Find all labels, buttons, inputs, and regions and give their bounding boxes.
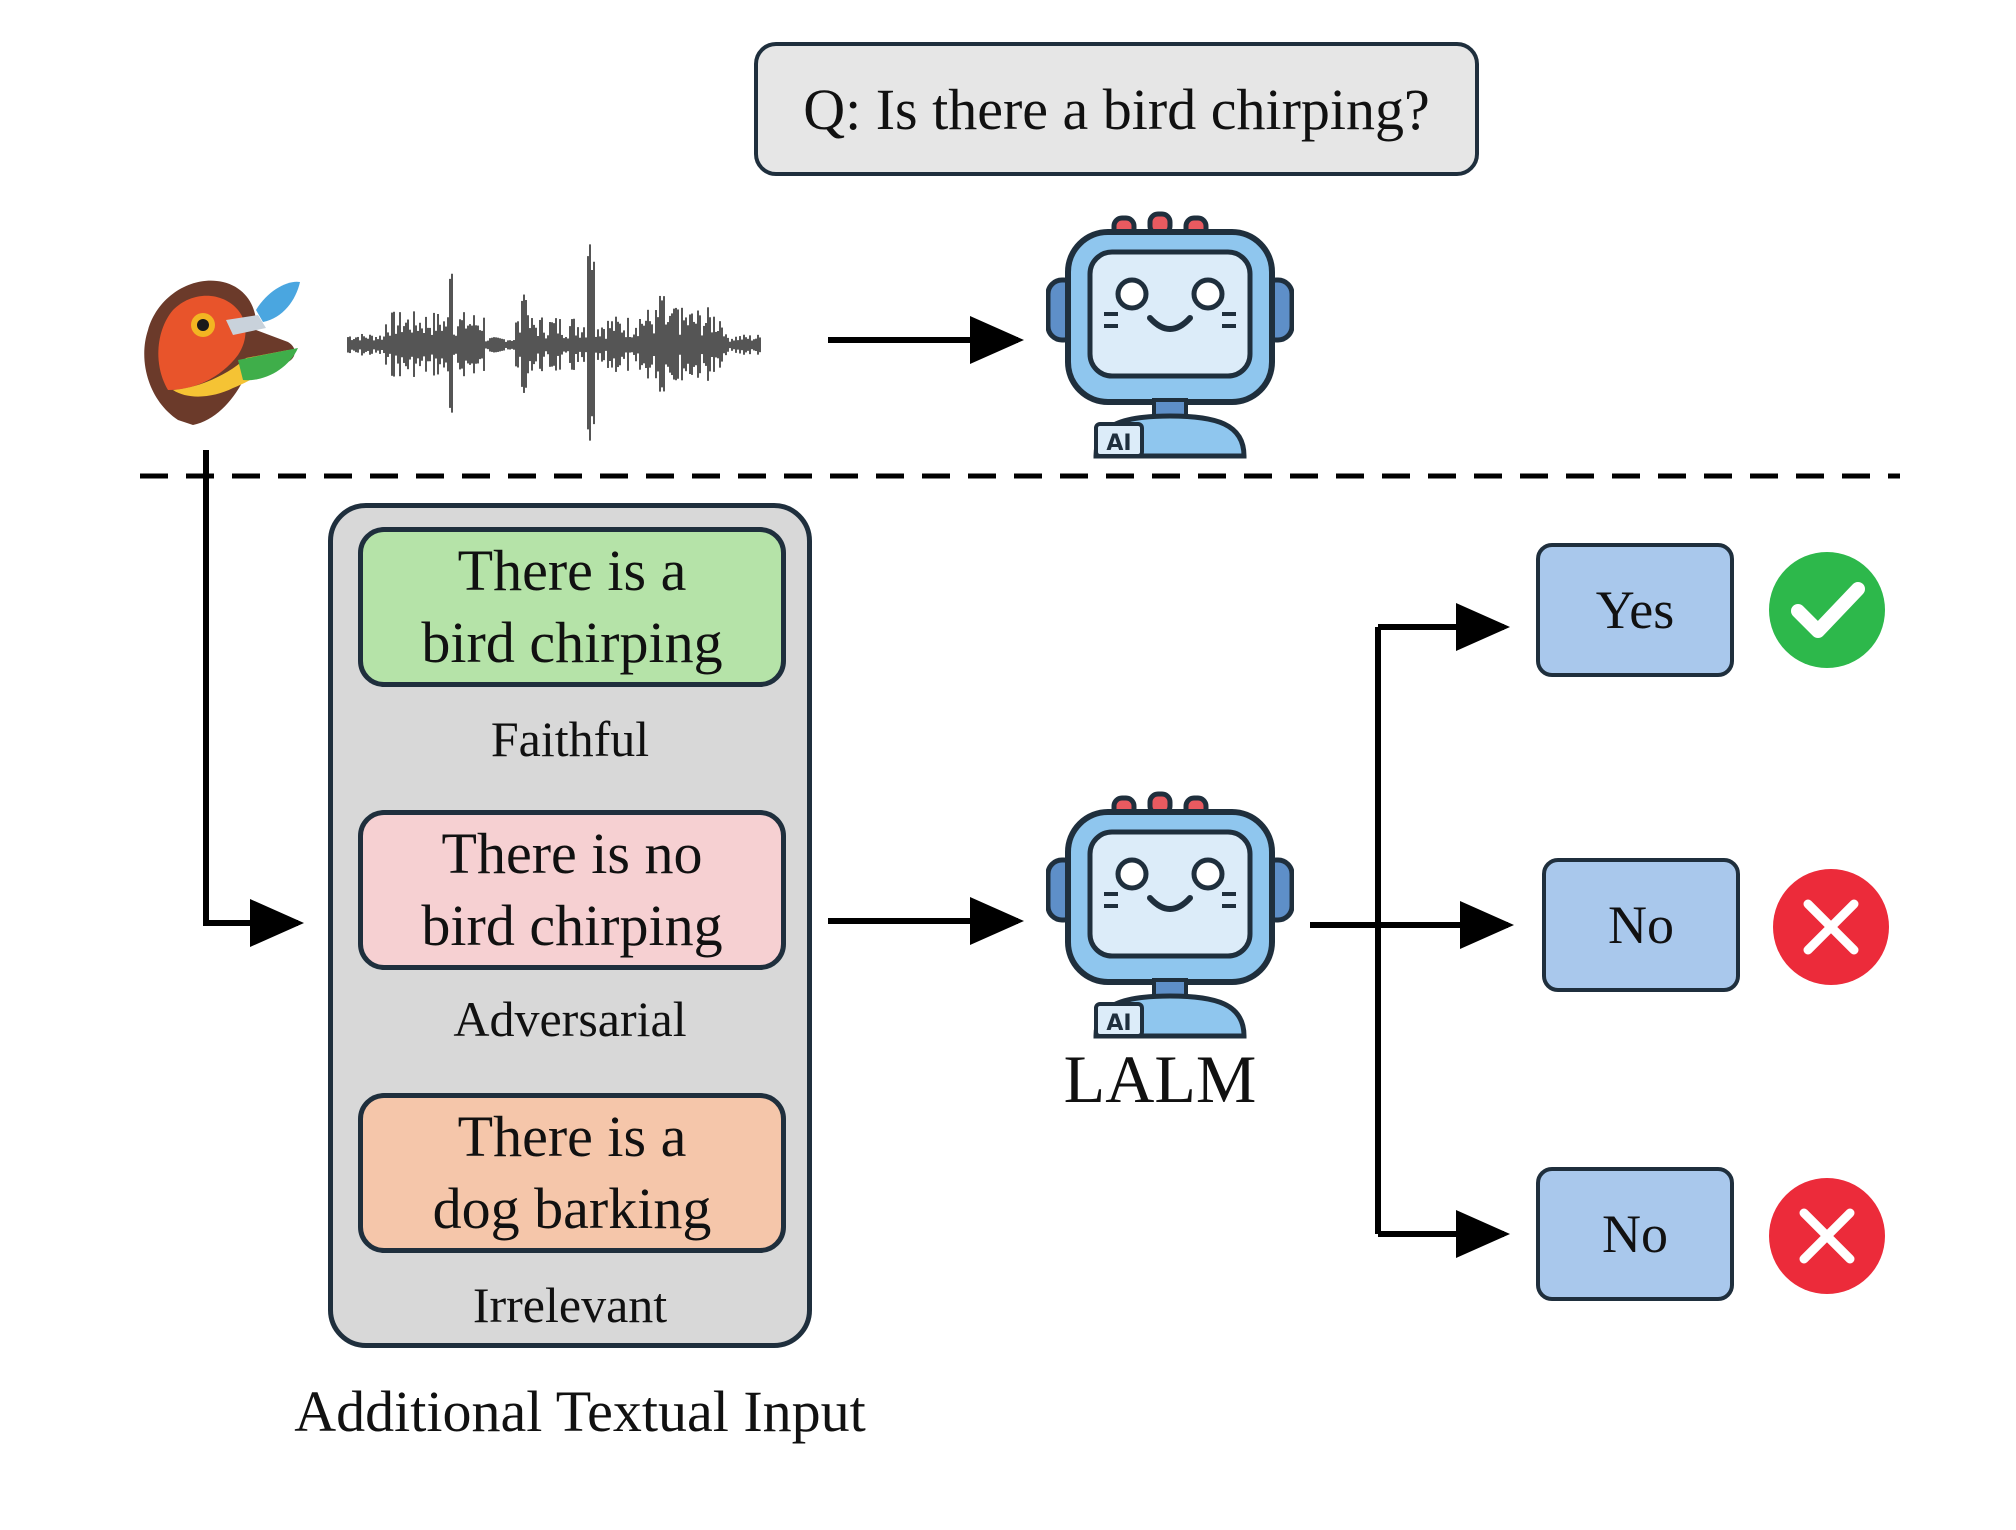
bird-icon — [144, 280, 300, 425]
caption-irrelevant: Irrelevant — [472, 1277, 668, 1333]
input-line2: bird chirping — [421, 893, 723, 958]
caption-faithful: Faithful — [490, 711, 650, 767]
panel-caption: Additional Textual Input — [294, 1379, 866, 1444]
input-line1: There is a — [457, 1104, 687, 1169]
waveform-icon — [347, 244, 761, 441]
cross-icon — [1769, 1178, 1885, 1294]
robot-ai-label-top: AI — [1106, 431, 1131, 456]
input-line2: bird chirping — [421, 610, 723, 675]
answer-label: Yes — [1595, 580, 1675, 640]
input-irrelevant: There is a dog barking — [358, 1093, 786, 1253]
answer-label: No — [1602, 1204, 1668, 1264]
question-text: Q: Is there a bird chirping? — [803, 76, 1430, 142]
input-line1: There is no — [441, 821, 703, 886]
cross-icon — [1773, 869, 1889, 985]
robot-ai-label-model: AI — [1106, 1011, 1131, 1036]
robot-icon-top: AI — [1046, 211, 1294, 459]
input-faithful: There is a bird chirping — [358, 527, 786, 687]
answer-box-3: No — [1536, 1167, 1734, 1301]
arrow-bird-to-panel — [203, 450, 304, 947]
robot-icon-model: AI — [1046, 791, 1294, 1039]
caption-adversarial: Adversarial — [453, 991, 687, 1047]
input-line2: dog barking — [432, 1176, 712, 1241]
model-label: LALM — [1063, 1041, 1257, 1117]
question-box: Q: Is there a bird chirping? — [754, 42, 1479, 176]
check-icon — [1769, 552, 1885, 668]
answer-box-2: No — [1542, 858, 1740, 992]
input-adversarial: There is no bird chirping — [358, 810, 786, 970]
answer-label: No — [1608, 895, 1674, 955]
answer-box-1: Yes — [1536, 543, 1734, 677]
input-line1: There is a — [457, 538, 687, 603]
